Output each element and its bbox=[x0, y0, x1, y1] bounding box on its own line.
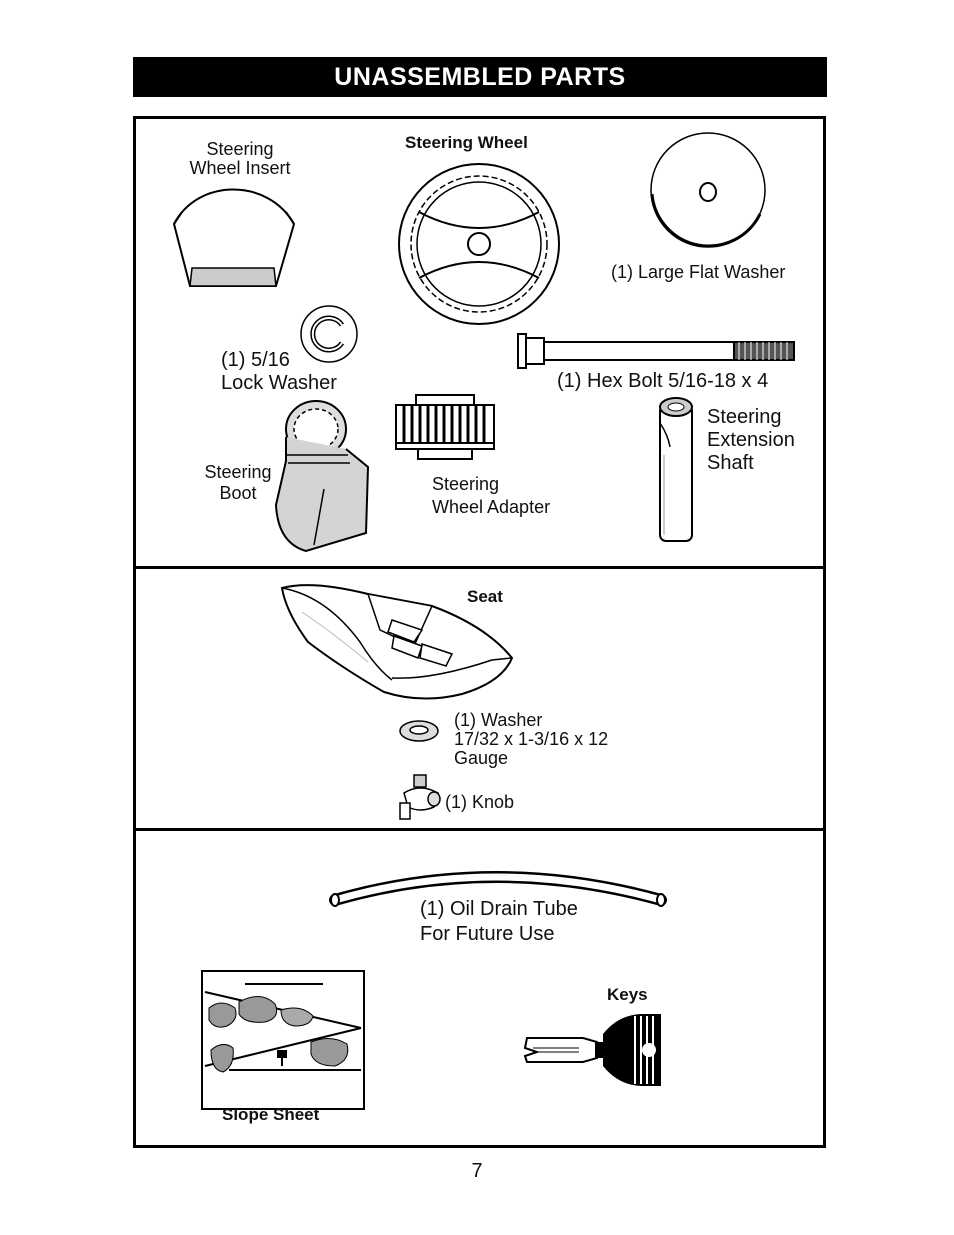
washer-label: (1) Washer 17/32 x 1-3/16 x 12 Gauge bbox=[454, 710, 609, 768]
knob-label: (1) Knob bbox=[445, 792, 515, 812]
steering-parts-panel bbox=[133, 116, 826, 569]
steering-wheel-label: Steering Wheel bbox=[405, 133, 528, 152]
hex-bolt-illustration bbox=[517, 333, 795, 369]
key-icon bbox=[523, 1014, 661, 1086]
steering-extension-shaft-illustration bbox=[659, 397, 693, 542]
steering-boot-illustration bbox=[274, 400, 370, 553]
oil-drain-tube-label: (1) Oil Drain Tube For Future Use bbox=[420, 898, 578, 945]
seat-illustration bbox=[280, 584, 514, 700]
oil-drain-tube-illustration bbox=[329, 871, 667, 907]
slope-sheet-illustration bbox=[201, 970, 365, 1110]
steering-wheel-illustration bbox=[398, 163, 560, 325]
keys-label: Keys bbox=[607, 985, 648, 1004]
steering-wheel-adapter-label: Steering Wheel Adapter bbox=[432, 474, 551, 517]
slope-sheet-label: Slope Sheet bbox=[222, 1105, 320, 1124]
washer-illustration bbox=[399, 720, 439, 742]
accessories-panel bbox=[133, 831, 826, 1148]
steering-wheel-insert-illustration bbox=[172, 188, 296, 287]
seat-panel bbox=[133, 566, 826, 831]
page-number: 7 bbox=[471, 1160, 483, 1182]
steering-wheel-adapter-illustration bbox=[395, 394, 495, 460]
steering-wheel-insert-label: Steering Wheel Insert bbox=[189, 139, 291, 178]
page-title: UNASSEMBLED PARTS bbox=[133, 57, 827, 97]
seat-label: Seat bbox=[467, 587, 503, 606]
large-flat-washer-illustration bbox=[650, 132, 766, 248]
steering-boot-label: Steering Boot bbox=[204, 462, 272, 503]
lock-washer-label: (1) 5/16 Lock Washer bbox=[221, 349, 337, 394]
knob-illustration bbox=[399, 774, 441, 820]
lock-washer-illustration bbox=[300, 305, 358, 363]
hex-bolt-label: (1) Hex Bolt 5/16-18 x 4 bbox=[557, 370, 769, 392]
steering-extension-shaft-label: Steering Extension Shaft bbox=[707, 406, 795, 474]
large-flat-washer-label: (1) Large Flat Washer bbox=[611, 262, 786, 282]
